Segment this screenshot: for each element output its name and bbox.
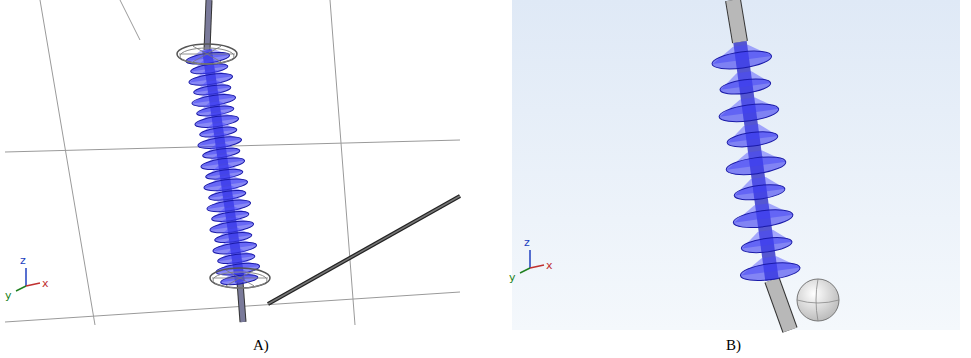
panel-label: A) (253, 338, 269, 353)
shed-disc (711, 48, 773, 72)
shed-disc (718, 101, 780, 125)
end-fitting (207, 0, 209, 50)
axis-label: y (509, 272, 516, 283)
shed-disc (726, 129, 778, 149)
shed-disc (725, 154, 787, 178)
shed-disc (220, 273, 258, 287)
conductor-line (268, 196, 460, 304)
end-fitting (772, 280, 790, 330)
grading-ring (180, 48, 234, 64)
ring-spoke (207, 46, 221, 54)
axis-label: z (524, 237, 530, 248)
sphere-edges (797, 279, 839, 321)
shed-disc (739, 260, 801, 284)
corona-sphere (797, 279, 839, 321)
end-fitting (733, 0, 740, 42)
ring-spoke (207, 54, 235, 55)
ring-spoke (207, 54, 221, 62)
end-fitting (772, 280, 790, 330)
ring-spoke (226, 270, 240, 278)
ring-spoke (240, 270, 254, 278)
ring-spoke (226, 278, 240, 286)
grid-lines (5, 0, 460, 325)
shed-disc (732, 207, 794, 231)
axis-label: z (20, 255, 26, 266)
end-fitting (733, 0, 740, 42)
panel-b-ground (512, 0, 960, 330)
end-fitting (207, 0, 209, 50)
axis-triad (16, 250, 544, 291)
axis-label: x (42, 278, 49, 289)
insulator-a (177, 0, 270, 322)
ring-spoke (212, 278, 240, 279)
axis-label: y (5, 290, 12, 301)
ring-spoke (193, 46, 207, 54)
shed-disc (733, 182, 785, 202)
insulator-b (711, 0, 801, 330)
axis-label: x (546, 260, 553, 271)
panel-label: B) (726, 338, 741, 353)
grading-ring (213, 272, 267, 288)
shed-disc (740, 235, 792, 255)
grading-ring (210, 268, 270, 288)
grading-ring (177, 44, 237, 64)
ring-spoke (193, 54, 207, 62)
ring-spoke (240, 278, 254, 286)
ring-spoke (179, 54, 207, 55)
ring-spoke (240, 278, 268, 279)
panel-a-ground (5, 0, 460, 325)
shed-disc (719, 76, 771, 96)
